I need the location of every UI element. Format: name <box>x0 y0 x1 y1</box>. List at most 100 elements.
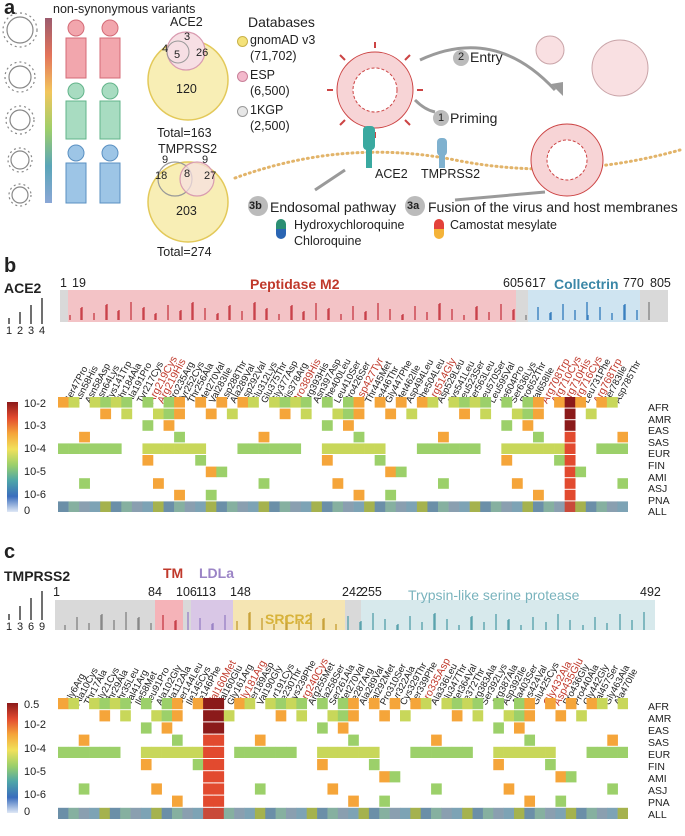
legend-dot-esp <box>237 71 248 82</box>
tmprss2-heatmap-cell <box>514 807 525 819</box>
tmprss2-cbar-label: 0.5 <box>24 699 40 711</box>
tmprss2-heatmap-cell <box>379 710 390 722</box>
venn-tmprss2-n-mid: 8 <box>184 168 191 180</box>
ace2-heatmap-cell <box>174 501 185 512</box>
tmprss2-heatmap-cell <box>493 722 504 734</box>
tm-domain <box>155 600 183 630</box>
ace2-heatmap-cell <box>163 501 175 512</box>
tmprss2-heatmap-cell <box>472 698 484 710</box>
ace2-heatmap-cell <box>501 455 513 466</box>
ace2-heatmap-cell <box>469 501 481 512</box>
venn-ace2-title: ACE2 <box>170 15 203 29</box>
ace2-heatmap-cell <box>564 455 576 466</box>
tmprss2-heatmap-cell <box>99 746 111 758</box>
tmprss2-heatmap-cell <box>172 795 183 807</box>
tmprss2-population-label: ALL <box>648 809 667 821</box>
tmprss2-heatmap-cell <box>317 698 328 710</box>
ace2-heatmap-cell <box>480 397 492 408</box>
collectrin-domain <box>528 290 640 322</box>
tmprss2-heatmap-cell <box>254 746 266 758</box>
tmprss2-heatmap-cell <box>151 710 162 722</box>
tmprss2-heatmap-cell <box>192 807 204 819</box>
ace2-heatmap-cell <box>68 443 80 454</box>
tmprss2-heatmap-cell <box>213 698 225 710</box>
ace2-heatmap-cell <box>490 501 502 512</box>
tmprss2-heatmap-cell <box>286 746 297 758</box>
ace2-heatmap-cell <box>554 443 565 454</box>
ace2-heatmap-cell <box>374 397 386 408</box>
ace2-heatmap-cell <box>300 397 312 408</box>
virus-fusing-icon <box>530 123 604 197</box>
db-gnomad-count: (71,702) <box>250 49 297 63</box>
step-fusion-label: Fusion of the virus and host membranes <box>428 199 678 215</box>
tmprss2-cbar-label: 10-5 <box>24 766 47 778</box>
ace2-pos-617: 617 <box>525 276 546 290</box>
tmprss2-heatmap-cell <box>617 698 628 710</box>
ace2-heatmap-cell <box>501 397 513 408</box>
tmprss2-heatmap-cell <box>58 807 69 819</box>
tmprss2-heatmap-cell <box>607 807 618 819</box>
ace2-heatmap-cell <box>142 455 154 466</box>
tmprss2-heatmap-cell <box>234 807 245 819</box>
tmprss2-heatmap-cell <box>161 722 173 734</box>
tmprss2-heatmap-cell <box>109 746 121 758</box>
ace2-pos-770: 770 <box>623 276 644 290</box>
ace2-heatmap-cell <box>343 420 354 431</box>
tmprss2-heatmap-cell <box>99 807 111 819</box>
tmprss2-heatmap-cell <box>462 807 473 819</box>
receptor-ace2-label: ACE2 <box>375 167 408 181</box>
ace2-heatmap-cell <box>385 408 397 420</box>
ace2-heatmap-cell <box>79 443 90 454</box>
tmprss2-heatmap-cell <box>400 807 411 819</box>
ace2-heatmap-cell <box>554 455 565 466</box>
tmprss2-heatmap-cell <box>348 746 359 758</box>
ace2-heatmap-cell <box>142 397 154 408</box>
scale-tick: 9 <box>39 621 46 633</box>
ace2-heatmap-cell <box>575 501 587 512</box>
tmprss2-heatmap-cell <box>213 759 225 771</box>
ace2-heatmap-cell <box>564 431 576 443</box>
db-esp-name: ESP <box>250 68 276 82</box>
tmprss2-heatmap-cell <box>596 807 608 819</box>
people-illustration <box>65 19 121 204</box>
tmprss2-heatmap-cell <box>451 746 463 758</box>
tmprss2-cbar-label: 10-2 <box>24 719 47 731</box>
ace2-heatmap-cell <box>459 408 470 420</box>
tmprss2-heatmap-cell <box>140 698 152 710</box>
tmprss2-heatmap-cell <box>462 698 473 710</box>
tmprss2-heatmap-cell <box>140 746 152 758</box>
ace2-heatmap-cell <box>543 501 555 512</box>
tmprss2-heatmap-cell <box>368 759 380 771</box>
databases-title: Databases <box>248 14 315 30</box>
ace2-heatmap-cell <box>385 489 397 501</box>
tmprss2-heatmap-cell <box>524 734 536 746</box>
tmprss2-cbar-label: 10-6 <box>24 789 47 801</box>
virus-particle-icon <box>327 42 423 138</box>
ace2-heatmap-cell <box>469 397 481 408</box>
ace2-heatmap-cell <box>100 443 112 454</box>
srcr2-domain <box>233 600 345 630</box>
ace2-heatmap-cell <box>416 443 428 454</box>
ace2-heatmap-cell <box>564 397 576 408</box>
ace2-heatmap-cell <box>364 501 375 512</box>
tmprss2-heatmap-cell <box>389 807 401 819</box>
ace2-heatmap-cell <box>195 501 207 512</box>
ace2-population-label: EAS <box>648 425 670 438</box>
collectrin-label: Collectrin <box>554 276 619 292</box>
free-virus-icons <box>535 35 649 97</box>
tmprss2-heatmap-cell <box>296 698 308 710</box>
ace2-population-label: ALL <box>648 506 667 519</box>
ace2-heatmap-cell <box>585 501 597 512</box>
tmprss2-heatmap-cell <box>420 746 432 758</box>
tmprss2-heatmap-cell <box>379 795 390 807</box>
tmprss2-heatmap-cell <box>410 698 422 710</box>
tmprss2-population-label: AMR <box>648 713 672 725</box>
tmprss2-population-label: PNA <box>648 797 670 809</box>
tmprss2-heatmap-cell <box>203 807 214 819</box>
ace2-heatmap-cell <box>374 501 386 512</box>
tmprss2-pos-492: 492 <box>640 585 661 599</box>
legend-dot-gnomad <box>237 36 248 47</box>
tmprss2-heatmap-cell <box>586 698 598 710</box>
ace2-heatmap-cell <box>205 501 217 512</box>
tmprss2-heatmap-cell <box>265 698 276 710</box>
